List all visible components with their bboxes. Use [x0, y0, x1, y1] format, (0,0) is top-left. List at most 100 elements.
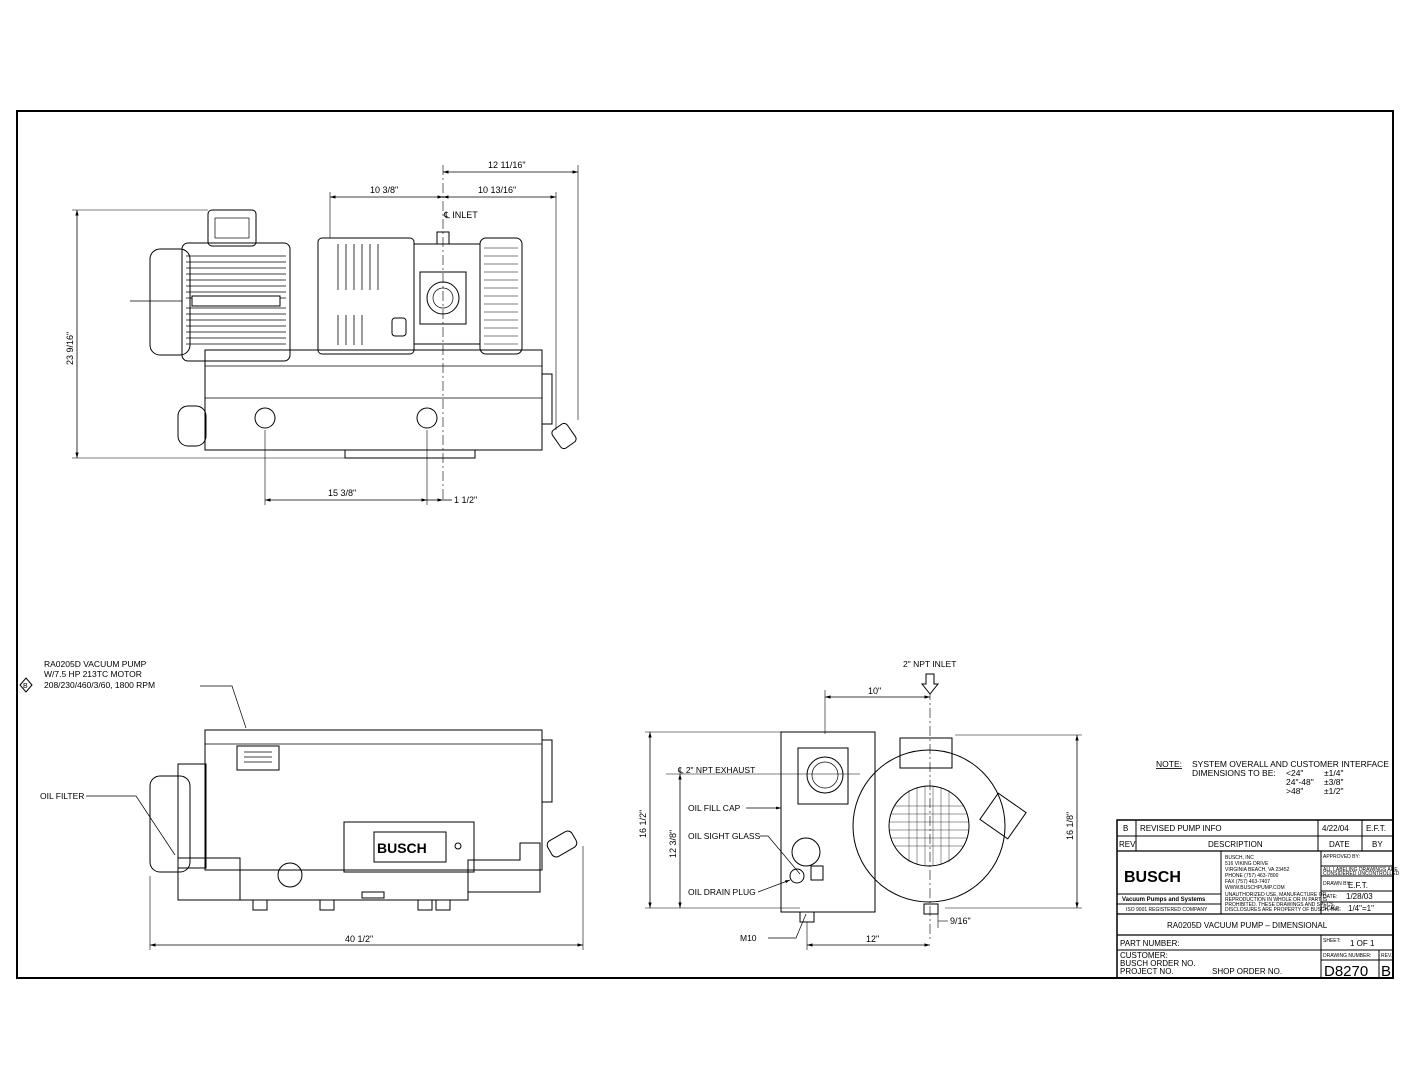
customer-label: CUSTOMER:: [1120, 951, 1168, 960]
exhaust-port: [806, 756, 844, 794]
fan-grille-outer: [888, 785, 970, 867]
address-line-2: 516 VIKING DRIVE: [1225, 861, 1269, 867]
motor-fins: [186, 255, 286, 345]
dim-12-3-8: 12 3/8": [668, 830, 678, 858]
approved-note-1: ALL LABELING DRAWINGS ARE: [1323, 867, 1398, 873]
oil-sight-glass: [791, 837, 821, 867]
dim-15-3-8: 15 3/8": [328, 488, 356, 498]
header-description: DESCRIPTION: [1208, 840, 1263, 849]
part-number-label: PART NUMBER:: [1120, 939, 1180, 948]
busch-order-label: BUSCH ORDER NO.: [1120, 959, 1196, 968]
busch-badge-frame: [373, 831, 447, 863]
exhaust-flange: [797, 747, 849, 805]
shop-order-label: SHOP ORDER NO.: [1212, 967, 1282, 976]
oil-drain-plug: [789, 868, 805, 884]
inlet-block: [413, 243, 481, 345]
dim-12: 12": [866, 934, 879, 944]
fan-grille-mesh: [889, 786, 969, 866]
legal-line-3: PROHIBITED. THESE DRAWINGS AND SPECS,: [1225, 902, 1335, 908]
motor-end-cap: [149, 248, 191, 356]
npt-inlet-label: 2" NPT INLET: [903, 659, 956, 669]
m10-label: M10: [740, 933, 757, 943]
drawing-number-label: DRAWING NUMBER:: [1323, 953, 1371, 959]
header-rev: REV.: [1119, 840, 1137, 849]
end-view-labels: 2" NPT INLET 10" ℄ 2" NPT EXHAUST OIL FI…: [638, 659, 1075, 944]
oil-fill-cap-label: OIL FILL CAP: [688, 803, 741, 813]
iso-statement: ISO 9001 REGISTERED COMPANY: [1126, 907, 1208, 913]
valve-knob: [391, 317, 407, 337]
dim-16-1-8: 16 1/8": [1065, 812, 1075, 840]
tolerance-range-2: 24"-48": [1286, 777, 1314, 787]
busch-logo: BUSCH: [1124, 869, 1181, 886]
sheet-label: SHEET:: [1323, 938, 1341, 944]
oil-filter-body: [149, 775, 191, 873]
project-label: PROJECT NO.: [1120, 967, 1174, 976]
address-line-3: VIRGINIA BEACH, VA 23452: [1225, 867, 1290, 873]
dim-16-1-2: 16 1/2": [638, 810, 648, 838]
dim-10: 10": [868, 686, 881, 696]
legal-line-2: REPRODUCTION IN WHOLE OR IN PART IS: [1225, 897, 1328, 903]
motor-nameplate-strip: [191, 295, 281, 307]
header-by: BY: [1372, 840, 1383, 849]
drain-boss: [277, 862, 303, 888]
rev-letter: B: [1123, 824, 1128, 833]
pump-housing-slots: [337, 244, 379, 345]
dim-23-9-16: 23 9/16": [65, 332, 75, 365]
approved-note-2: CONSIDERED UNCONTROLLED: [1323, 871, 1400, 877]
side-view: [19, 677, 584, 950]
top-view-labels: 12 11/16" 10 3/8" 10 13/16" ℄ INLET 23 9…: [65, 160, 526, 505]
dim-10-13-16: 10 13/16": [478, 185, 516, 195]
busch-badge-text: BUSCH: [377, 840, 427, 856]
reservoir-boss-left: [254, 407, 276, 429]
header-date: DATE: [1329, 840, 1350, 849]
warning-label: [236, 745, 280, 771]
sheet-number: 1 OF 1: [1350, 939, 1375, 948]
tolerance-value-2: ±3/8": [1324, 777, 1344, 787]
base-rail: [239, 869, 469, 901]
fan-cover: [479, 237, 523, 355]
rev-by: E.F.T.: [1366, 824, 1386, 833]
date-label: DATE:: [1323, 894, 1337, 900]
dim-10-3-8: 10 3/8": [370, 185, 398, 195]
address-line-5: FAX (757) 463-7407: [1225, 879, 1270, 885]
junction-box-lid: [214, 217, 250, 239]
npt-exhaust-label: ℄ 2" NPT EXHAUST: [677, 765, 755, 775]
oil-reservoir: [204, 349, 543, 451]
tagline: Vacuum Pumps and Systems: [1122, 897, 1206, 903]
dim-9-16: 9/16": [950, 916, 971, 926]
base-slot: [361, 891, 385, 899]
approved-label: APPROVED BY:: [1323, 854, 1360, 860]
exhaust-fitting-top: [551, 422, 577, 450]
note-line-1: SYSTEM OVERALL AND CUSTOMER INTERFACE: [1192, 759, 1389, 769]
scale-label: SCALE:: [1323, 906, 1341, 912]
fan-shroud: [852, 749, 1006, 903]
end-view: [645, 673, 1082, 950]
filter-housing: [177, 763, 207, 869]
tolerance-range-1: <24": [1286, 768, 1303, 778]
motor-body: [181, 242, 291, 362]
filter-mount: [177, 857, 241, 901]
drawing-title: RA0205D VACUUM PUMP – DIMENSIONAL: [1167, 921, 1328, 930]
dim-40-1-2: 40 1/2": [345, 934, 373, 944]
title-block: [1116, 819, 1394, 979]
rev-label: REV.: [1381, 953, 1392, 959]
exhaust-housing: [467, 842, 541, 893]
tolerance-value-1: ±1/4": [1324, 768, 1344, 778]
oil-drain-plug-label: OIL DRAIN PLUG: [688, 887, 756, 897]
tolerance-value-3: ±1/2": [1324, 786, 1344, 796]
drawing-revision: B: [1381, 963, 1391, 980]
base-feet: [344, 449, 476, 459]
rev-description: REVISED PUMP INFO: [1140, 824, 1222, 833]
address-line-4: PHONE (757) 463-7800: [1225, 873, 1279, 879]
revision-triangle-mark: B: [23, 683, 28, 690]
legal-line-1: UNAUTHORIZED USE, MANUFACTURE OR: [1225, 892, 1327, 898]
scale: 1/4"=1": [1348, 904, 1374, 913]
callout-line-2: W/7.5 HP 213TC MOTOR: [44, 669, 142, 679]
drawn-by-label: DRAWN BY:: [1323, 881, 1351, 887]
dim-1-1-2: 1 1/2": [454, 495, 477, 505]
callout-line-3: 208/230/460/3/60, 1800 RPM: [44, 680, 155, 690]
busch-panel: [343, 821, 475, 873]
top-view: [72, 165, 579, 505]
motor-box-end: [979, 792, 1027, 840]
